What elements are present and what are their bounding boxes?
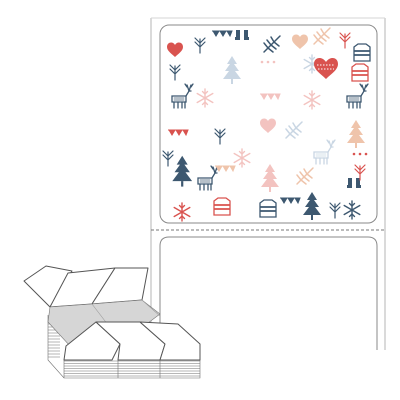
knit-heart-icon [314,58,338,79]
fanfold-stack [23,265,201,379]
dots-icon [260,60,276,64]
stack-label-6 [139,321,201,361]
label-pattern [162,27,371,222]
blank-label [159,236,378,350]
bunting-icon [211,30,233,37]
bunting-icon [279,197,301,204]
label-liner [150,17,386,350]
bunting-icon [167,129,189,136]
dots-icon [352,152,368,156]
bunting-icon [214,165,236,172]
bunting-icon [259,93,281,100]
stack-label-1 [23,265,73,308]
printed-label [159,24,378,224]
